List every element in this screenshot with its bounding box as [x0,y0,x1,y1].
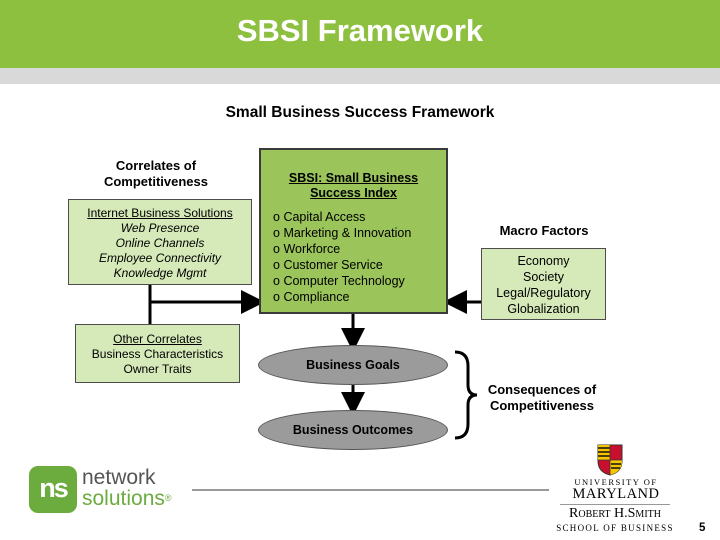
umd-shield-icon [597,444,623,476]
internet-item-employee-connectivity: Employee Connectivity [98,251,222,265]
network-solutions-line1: network [82,466,156,489]
title-bar: SBSI Framework [0,0,720,68]
page-number: 5 [699,522,706,534]
business-goals-label: Business Goals [306,358,400,372]
internet-item-knowledge-mgmt: Knowledge Mgmt [113,266,207,280]
school-name: Robert H.Smith [569,506,661,521]
sbsi-box: SBSI: Small Business Success Index Capit… [259,148,448,314]
footer-divider [192,489,549,491]
other-correlates-heading: Other Correlates [113,332,202,346]
macro-factors-box: Economy Society Legal/Regulatory Globali… [481,248,606,320]
network-solutions-line2: solutions [82,487,165,510]
correlates-label-line1: Correlates of [115,158,197,173]
registered-mark: ® [164,493,172,503]
sbsi-heading-line2: Success Index [310,186,397,200]
network-solutions-logo-icon: ns [29,466,77,513]
network-solutions-wordmark: network solutions® [82,467,172,509]
other-item-owner-traits: Owner Traits [123,362,192,376]
macro-item-economy: Economy [517,254,570,268]
internet-item-web-presence: Web Presence [120,221,200,235]
correlates-label-line2: Competitiveness [103,174,209,189]
sbsi-item-workforce: Workforce [273,241,446,257]
sbsi-item-computer-technology: Computer Technology [273,273,446,289]
macro-item-legal-regulatory: Legal/Regulatory [496,286,591,300]
macro-item-globalization: Globalization [507,302,580,316]
other-item-business-characteristics: Business Characteristics [91,347,224,361]
correlates-label: Correlates of Competitiveness [86,158,226,190]
umd-maryland: MARYLAND [572,486,660,502]
sbsi-item-compliance: Compliance [273,289,446,305]
business-goals-ellipse: Business Goals [258,345,448,385]
slide-title: SBSI Framework [236,13,484,48]
internet-item-online-channels: Online Channels [115,236,205,250]
consequences-brace [454,350,478,440]
sbsi-heading-line1: SBSI: Small Business [288,171,419,185]
diagram-subtitle: Small Business Success Framework [225,104,495,121]
sbsi-list: Capital Access Marketing & Innovation Wo… [273,209,446,305]
business-outcomes-ellipse: Business Outcomes [258,410,448,450]
consequences-label: Consequences of Competitiveness [476,382,608,414]
sbsi-item-capital-access: Capital Access [273,209,446,225]
macro-factors-label: Macro Factors [499,223,589,238]
consequences-label-line1: Consequences of [487,382,597,397]
business-outcomes-label: Business Outcomes [292,423,414,437]
school-of-business: SCHOOL OF BUSINESS [556,523,674,533]
consequences-label-line2: Competitiveness [489,398,595,413]
umd-divider [560,504,670,505]
other-correlates-box: Other Correlates Business Characteristic… [75,324,240,383]
sbsi-item-customer-service: Customer Service [273,257,446,273]
header-divider [0,68,720,84]
macro-item-society: Society [523,270,564,284]
umd-university-of: UNIVERSITY OF [574,477,658,487]
sbsi-heading: SBSI: Small Business Success Index [261,171,446,201]
sbsi-item-marketing-innovation: Marketing & Innovation [273,225,446,241]
internet-solutions-heading: Internet Business Solutions [87,206,233,220]
internet-solutions-box: Internet Business Solutions Web Presence… [68,199,252,285]
